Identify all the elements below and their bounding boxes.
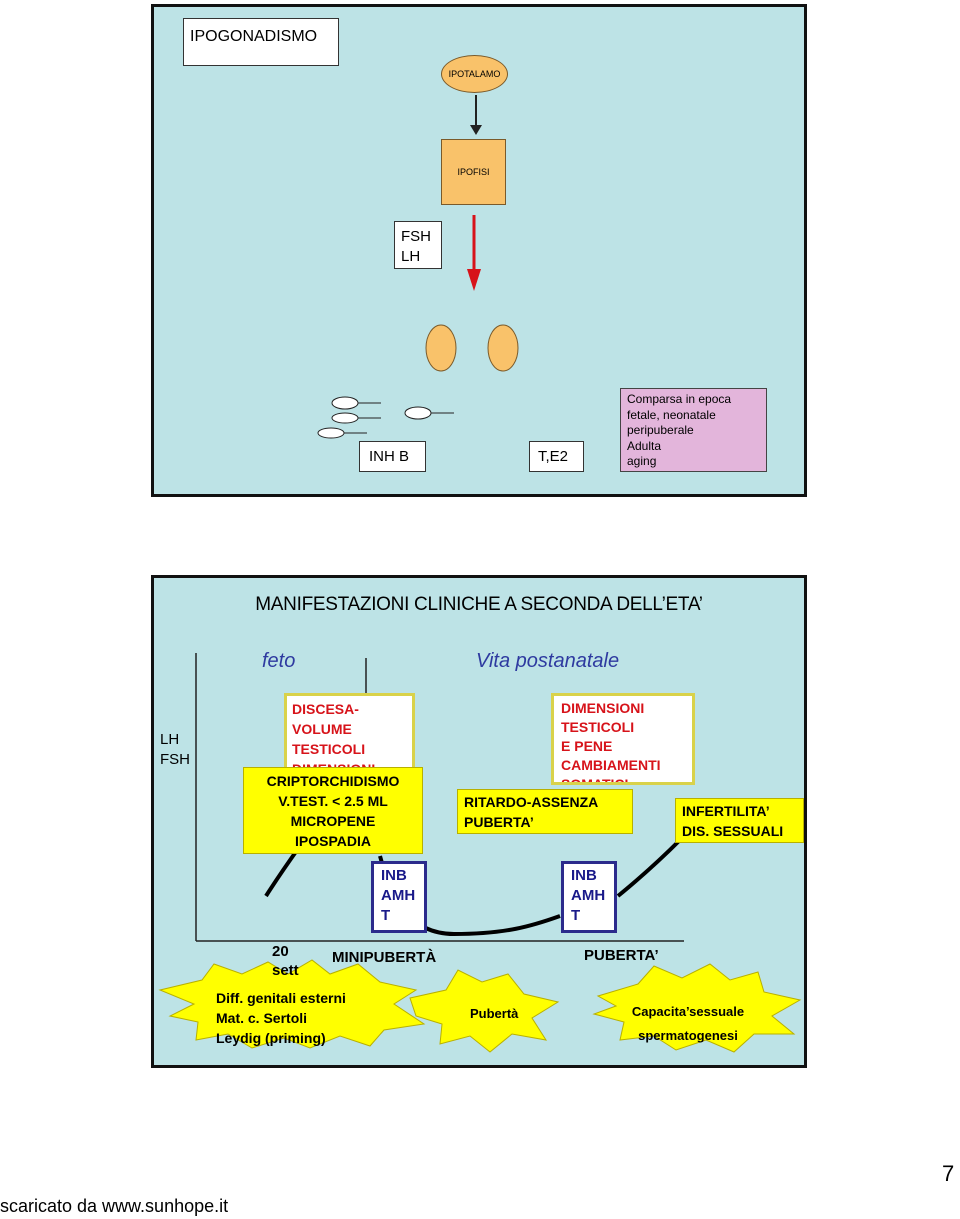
comparsa-line-5: aging bbox=[627, 454, 657, 468]
y-axis-fsh: FSH bbox=[160, 751, 190, 768]
inb1-amh: AMH bbox=[381, 887, 416, 904]
sperm-cells-icon bbox=[317, 396, 454, 439]
slide1-title-box: IPOGONADISMO bbox=[183, 18, 339, 66]
star-3-text: Capacita’sessuale spermatogenesi bbox=[620, 1000, 756, 1048]
minipuberta-label: MINIPUBERTÀ bbox=[332, 949, 437, 966]
inb-box-2: INB AMH T bbox=[561, 861, 617, 933]
source-footer: scaricato da www.sunhope.it bbox=[0, 1196, 229, 1216]
comparsa-line-2: fetale, neonatale bbox=[627, 407, 716, 422]
dimensioni-line-1: DIMENSIONI bbox=[561, 700, 645, 716]
star-2-text: Pubertà bbox=[470, 1006, 519, 1021]
inh-b-box: INH B bbox=[359, 441, 426, 472]
ipotalamo-label: IPOTALAMO bbox=[448, 69, 501, 79]
ipofisi-label: IPOFISI bbox=[457, 167, 490, 177]
t-e2-box: T,E2 bbox=[529, 441, 584, 472]
inh-b-label: INH B bbox=[369, 448, 410, 465]
slide2-drawing bbox=[158, 653, 802, 1053]
star3-line-2: spermatogenesi bbox=[638, 1028, 738, 1043]
fsh-lh-box: FSH LH bbox=[394, 221, 442, 269]
red-arrowhead bbox=[467, 269, 481, 291]
sett-number: 20 bbox=[272, 943, 289, 960]
comparsa-line-4: Adulta bbox=[627, 438, 662, 453]
inb1-t: T bbox=[381, 907, 391, 924]
ritardo-box: RITARDO-ASSENZA PUBERTA’ bbox=[457, 789, 633, 834]
slide1-drawing bbox=[317, 95, 519, 439]
feto-label: feto bbox=[262, 650, 296, 672]
infertilita-box: INFERTILITA’ DIS. SESSUALI bbox=[675, 798, 804, 843]
y-axis-labels: LH FSH bbox=[160, 730, 190, 770]
infertilita-line-1: INFERTILITA’ bbox=[682, 803, 770, 819]
fsh-label: FSH bbox=[401, 228, 431, 245]
dimensioni-line-2: TESTICOLI bbox=[561, 719, 635, 735]
dimensioni-line-3: E PENE bbox=[561, 738, 613, 754]
inb2-amh: AMH bbox=[571, 887, 606, 904]
inb2-t: T bbox=[571, 907, 581, 924]
arrowhead-1 bbox=[470, 125, 482, 135]
discesa-line-2: VOLUME bbox=[292, 721, 352, 737]
slide2-title: MANIFESTAZIONI CLINICHE A SECONDA DELL’E… bbox=[255, 594, 703, 615]
discesa-line-3: TESTICOLI bbox=[292, 741, 366, 757]
page-number: 7 bbox=[942, 1161, 955, 1186]
cripto-line-1: CRIPTORCHIDISMO bbox=[266, 773, 400, 789]
cripto-line-3: MICROPENE bbox=[290, 813, 376, 829]
ipofisi-box: IPOFISI bbox=[441, 139, 506, 205]
slide-manifestazioni: MANIFESTAZIONI CLINICHE A SECONDA DELL’E… bbox=[151, 575, 807, 1068]
inb2-inb: INB bbox=[571, 867, 597, 884]
star-3-shape bbox=[592, 963, 802, 1053]
y-axis-lh: LH bbox=[160, 731, 180, 748]
infertilita-line-2: DIS. SESSUALI bbox=[682, 823, 784, 839]
dimensioni-line-5: SOMATICI bbox=[561, 776, 629, 785]
vita-postanatale-label: Vita postanatale bbox=[476, 650, 620, 672]
inb1-inb: INB bbox=[381, 867, 407, 884]
comparsa-line-1: Comparsa in epoca bbox=[627, 392, 732, 406]
t-e2-label: T,E2 bbox=[538, 448, 569, 465]
puberta-label: PUBERTA’ bbox=[584, 947, 659, 964]
dimensioni-line-4: CAMBIAMENTI bbox=[561, 757, 661, 773]
cripto-line-4: IPOSPADIA bbox=[295, 833, 371, 849]
discesa-line-1: DISCESA- bbox=[292, 701, 359, 717]
comparsa-box: Comparsa in epoca fetale, neonatale peri… bbox=[620, 388, 767, 472]
star1-line-1: Diff. genitali esterni bbox=[216, 990, 346, 1006]
ritardo-line-1: RITARDO-ASSENZA bbox=[464, 794, 599, 810]
sett-label: 20 sett bbox=[272, 942, 299, 980]
ipotalamo-ellipse: IPOTALAMO bbox=[441, 55, 508, 93]
star-1-shape bbox=[158, 959, 426, 1049]
testis-right-icon bbox=[487, 324, 519, 372]
slide-ipogonadismo: IPOGONADISMO IPOTALAMO IPOFISI FSH LH IN… bbox=[151, 4, 807, 497]
ritardo-line-2: PUBERTA’ bbox=[464, 814, 534, 830]
comparsa-line-3: peripuberale bbox=[627, 423, 694, 437]
inb-box-1: INB AMH T bbox=[371, 861, 427, 933]
sett-unit: sett bbox=[272, 962, 299, 979]
dimensioni-box: DIMENSIONI TESTICOLI E PENE CAMBIAMENTI … bbox=[551, 693, 695, 785]
slide1-title: IPOGONADISMO bbox=[190, 28, 318, 45]
star-2-shape bbox=[409, 969, 560, 1053]
star1-line-2: Mat. c. Sertoli bbox=[216, 1010, 308, 1026]
cripto-line-2: V.TEST. < 2.5 ML bbox=[278, 793, 388, 809]
criptorchidismo-box: CRIPTORCHIDISMO V.TEST. < 2.5 ML MICROPE… bbox=[243, 767, 423, 854]
star-1-text: Diff. genitali esterni Mat. c. Sertoli L… bbox=[216, 988, 346, 1048]
testis-left-icon bbox=[425, 324, 457, 372]
star3-line-1: Capacita’sessuale bbox=[631, 1004, 745, 1019]
star1-line-3: Leydig (priming) bbox=[216, 1030, 326, 1046]
lh-label: LH bbox=[401, 247, 421, 265]
curve-pubertal-rise bbox=[616, 838, 682, 898]
